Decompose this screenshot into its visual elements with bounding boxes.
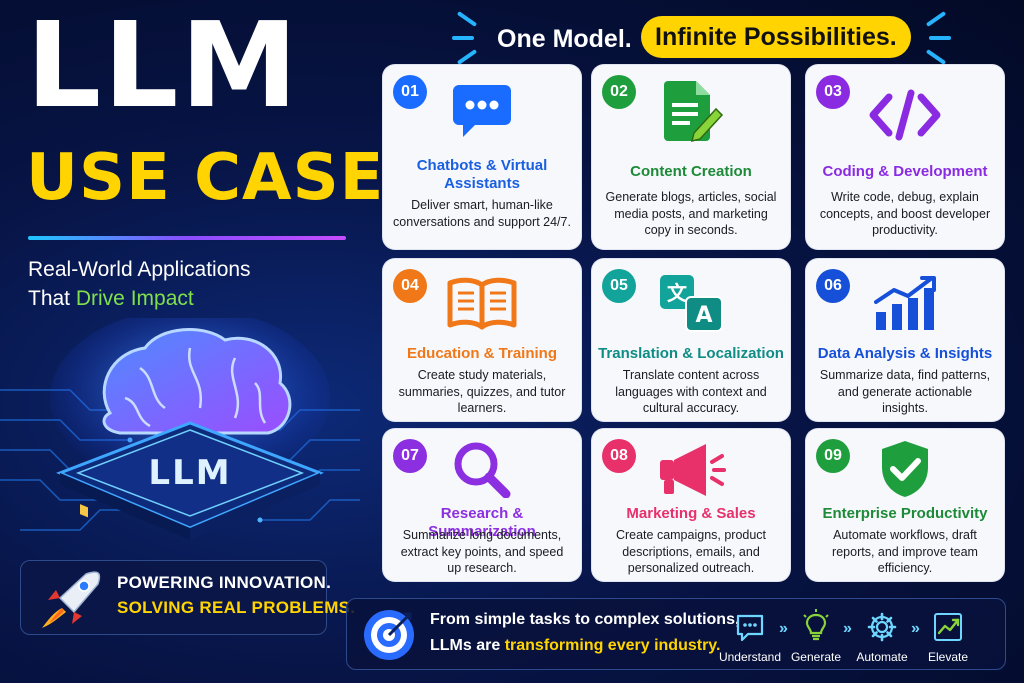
headline-lead: One Model. (497, 25, 632, 53)
use-case-card-08: 08 Marketing & Sales Create campaigns, p… (592, 429, 790, 581)
chat-bubble-icon (442, 81, 522, 141)
spark-decoration (929, 36, 951, 40)
code-brackets-icon (865, 85, 945, 145)
card-number-badge: 09 (816, 439, 850, 473)
use-case-card-07: 07 Research & Summarization Summarize lo… (383, 429, 581, 581)
title-divider (28, 236, 346, 240)
card-description: Deliver smart, human-like conversations … (393, 198, 571, 229)
brain-chip-illustration: LLM (50, 318, 330, 540)
use-case-card-04: 04 Education & Training Create study mat… (383, 259, 581, 421)
use-case-card-03: 03 Coding & Development Write code, debu… (806, 65, 1004, 249)
headline-highlight: Infinite Possibilities. (641, 16, 911, 58)
gear-icon (867, 612, 897, 642)
main-title-use-cases: USE CASES (26, 141, 432, 215)
subtitle-accent: Drive Impact (75, 286, 194, 310)
card-number-badge: 01 (393, 75, 427, 109)
chip-label: LLM (148, 453, 231, 493)
subtitle: Real-World Applications That Drive Impac… (28, 256, 251, 314)
card-number-badge: 02 (602, 75, 636, 109)
step-label-generate: Generate (790, 650, 842, 664)
growth-chart-icon (934, 613, 962, 641)
bar-chart-trend-icon (865, 273, 945, 333)
step-label-automate: Automate (856, 650, 908, 664)
subtitle-line-2: That Drive Impact (28, 285, 251, 314)
banner-line-2: LLMs are transforming every industry. (430, 637, 720, 655)
spark-decoration (925, 49, 947, 65)
spark-decoration (456, 49, 478, 65)
card-number-badge: 04 (393, 269, 427, 303)
card-title: Chatbots & Virtual Assistants (416, 157, 548, 192)
lightbulb-icon (803, 609, 829, 641)
magnifier-icon (442, 439, 522, 499)
open-book-icon (442, 273, 522, 333)
card-title: Marketing & Sales (626, 505, 756, 522)
use-case-card-02: 02 Content Creation Generate blogs, arti… (592, 65, 790, 249)
spark-decoration (452, 36, 474, 40)
step-label-elevate: Elevate (927, 650, 969, 664)
tagline-line-2: SOLVING REAL PROBLEMS. (117, 598, 356, 617)
svg-text:文: 文 (667, 281, 688, 305)
chevron-right-icon: » (779, 620, 788, 637)
card-number-badge: 03 (816, 75, 850, 109)
card-title: Data Analysis & Insights (817, 345, 993, 362)
shield-check-icon (865, 439, 945, 499)
rocket-icon (42, 571, 101, 628)
use-case-card-09: 09 Enterprise Productivity Automate work… (806, 429, 1004, 581)
card-number-badge: 06 (816, 269, 850, 303)
card-description: Automate workflows, draft reports, and i… (832, 528, 978, 575)
tagline-line-1: POWERING INNOVATION. (117, 573, 332, 592)
card-description: Generate blogs, articles, social media p… (605, 190, 777, 237)
target-icon (364, 610, 414, 660)
card-number-badge: 08 (602, 439, 636, 473)
bottom-banner (346, 598, 1006, 670)
main-title-llm: LLM (26, 0, 300, 134)
card-description: Create study materials, summaries, quizz… (398, 368, 566, 415)
chevron-right-icon: » (911, 620, 920, 637)
card-description: Summarize long documents, extract key po… (400, 528, 564, 575)
card-number-badge: 07 (393, 439, 427, 473)
step-label-understand: Understand (718, 650, 782, 664)
card-description: Create campaigns, product descriptions, … (615, 528, 767, 575)
spark-decoration (456, 11, 478, 27)
subtitle-line-1: Real-World Applications (28, 258, 251, 281)
card-title: Education & Training (406, 345, 557, 362)
card-title: Content Creation (630, 163, 752, 180)
megaphone-icon (651, 439, 731, 499)
banner-accent: transforming every industry. (504, 637, 721, 654)
card-title: Translation & Localization (598, 345, 784, 362)
document-pencil-icon (651, 81, 731, 143)
use-case-card-01: 01 Chatbots & Virtual Assistants Deliver… (383, 65, 581, 249)
svg-text:A: A (695, 303, 712, 328)
card-number-badge: 05 (602, 269, 636, 303)
spark-decoration (925, 11, 947, 27)
card-title: Coding & Development (822, 163, 988, 180)
subtitle-prefix: That (28, 286, 76, 310)
chevron-right-icon: » (843, 620, 852, 637)
card-title: Research & Summarization (428, 505, 536, 540)
use-case-card-06: 06 Data Analysis & Insights Summarize da… (806, 259, 1004, 421)
card-title: Enterprise Productivity (822, 505, 988, 522)
card-description: Write code, debug, explain concepts, and… (819, 190, 991, 237)
card-description: Summarize data, find patterns, and gener… (819, 368, 991, 415)
chat-outline-icon (736, 614, 764, 642)
card-description: Translate content across languages with … (615, 368, 767, 415)
banner-prefix: LLMs are (430, 637, 505, 654)
banner-line-1: From simple tasks to complex solutions, (430, 611, 740, 628)
